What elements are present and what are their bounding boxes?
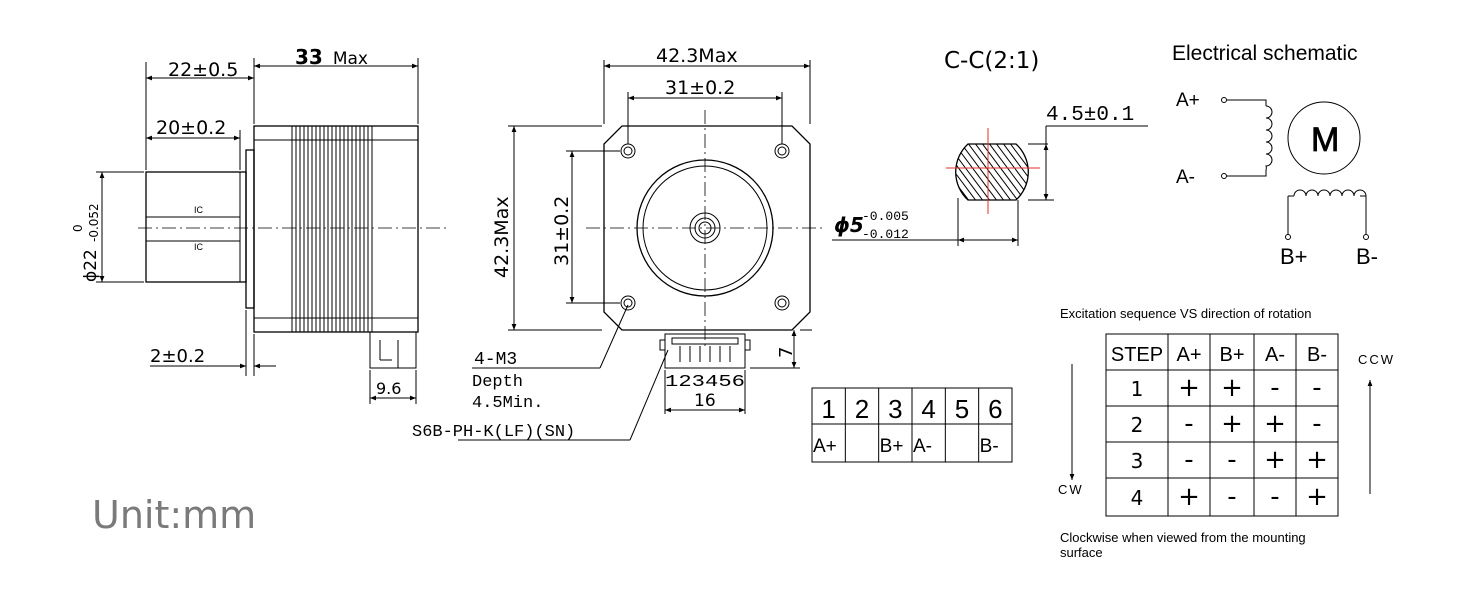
coil-b [1293, 189, 1367, 197]
label-b-minus: B- [1356, 244, 1378, 269]
unit-label: Unit:mm [92, 493, 256, 537]
excitation-step: 1 [1131, 377, 1144, 401]
dim-shaft-diameter: ϕ22 0 -0.052 [71, 203, 101, 282]
pin-number: 5 [955, 394, 969, 424]
excitation-footnote: Clockwise when viewed from the mounting [1060, 530, 1306, 545]
dim-connector-height: 7 [776, 347, 797, 358]
excitation-step: 3 [1131, 449, 1144, 473]
pin-number: 4 [921, 394, 935, 424]
excitation-state: - [1227, 482, 1236, 512]
side-connector [369, 331, 417, 369]
label-b-plus: B+ [1280, 244, 1308, 269]
dim-hole-pitch-horizontal: 31±0.2 [665, 77, 735, 99]
cooling-fins [291, 126, 373, 332]
section-view: C-C(2:1) 4.5±0.1 ϕ5 -0.005 -0.012 [832, 48, 1148, 246]
dim-boss: 2±0.2 [150, 346, 205, 367]
excitation-state: + [1178, 373, 1200, 403]
svg-text:0: 0 [71, 224, 85, 232]
dim-flat-width: 4.5±0.1 [1046, 104, 1134, 127]
pin-number: 2 [855, 394, 869, 424]
excitation-header: B+ [1219, 344, 1244, 366]
svg-text:-0.052: -0.052 [87, 203, 101, 242]
excitation-state: + [1306, 482, 1328, 512]
ccw-label: CCW [1358, 352, 1395, 367]
excitation-state: - [1184, 409, 1193, 439]
excitation-state: - [1227, 445, 1236, 475]
excitation-state: + [1221, 409, 1243, 439]
hole-note-depth-value: 4.5Min. [472, 394, 543, 413]
excitation-state: - [1270, 482, 1279, 512]
excitation-step: 4 [1131, 486, 1144, 510]
dim-dia-tol-upper: -0.005 [862, 209, 909, 224]
dim-hole-pitch-vertical: 31±0.2 [551, 196, 573, 266]
hole-note-thread: 4-M3 [474, 350, 517, 370]
excitation-title: Excitation sequence VS direction of rota… [1060, 306, 1311, 321]
svg-text:ϕ22: ϕ22 [81, 249, 101, 282]
pin-signal: A- [913, 436, 932, 457]
ic-label-top: IC [194, 205, 204, 215]
pin-number: 1 [821, 394, 835, 424]
motor-symbol [1287, 101, 1361, 175]
pin-number: 3 [888, 394, 902, 424]
pilot-outer [636, 159, 774, 297]
excitation-table: Excitation sequence VS direction of rota… [1058, 306, 1395, 560]
dim-dia-tol-lower: -0.012 [862, 227, 909, 242]
excitation-state: + [1178, 482, 1200, 512]
excitation-state: - [1312, 373, 1321, 403]
coil-a [1265, 105, 1273, 171]
pin-signal: A+ [813, 436, 837, 457]
excitation-header: A+ [1176, 344, 1201, 366]
label-a-minus: A- [1176, 167, 1195, 188]
motor-label: M [1311, 121, 1339, 159]
label-a-plus: A+ [1176, 90, 1200, 111]
excitation-state: + [1221, 373, 1243, 403]
dim-connector-depth: 9.6 [376, 379, 401, 398]
excitation-state: + [1264, 409, 1286, 439]
dim-flange-height: 42.3Max [491, 196, 513, 278]
cw-label: CW [1058, 482, 1084, 497]
front-view: 42.3Max 31±0.2 42.3Max 31±0.2 7 4-M3 Dep… [412, 45, 826, 442]
schematic-title: Electrical schematic [1172, 42, 1358, 65]
section-d-profile [955, 143, 1029, 201]
dim-flat-length: 20±0.2 [156, 117, 226, 139]
pin-signal: B- [980, 436, 999, 457]
dim-connector-width: 16 [694, 391, 716, 411]
connector-part-number: S6B-PH-K(LF)(SN) [412, 423, 575, 442]
excitation-state: - [1270, 373, 1279, 403]
dim-flange-width: 42.3Max [656, 45, 738, 67]
pin-number: 6 [988, 394, 1002, 424]
excitation-state: + [1264, 445, 1286, 475]
excitation-header: B- [1307, 344, 1327, 366]
boss [245, 149, 255, 309]
excitation-state: - [1312, 409, 1321, 439]
excitation-footnote-2: surface [1060, 545, 1103, 560]
excitation-header: STEP [1111, 344, 1163, 366]
pin-signal: B+ [880, 436, 904, 457]
dim-shaft-length: 22±0.5 [168, 59, 238, 81]
shaft [145, 171, 247, 283]
hole-note-depth: Depth [472, 373, 523, 392]
section-title: C-C(2:1) [944, 48, 1039, 74]
front-connector [659, 333, 751, 369]
excitation-state: - [1184, 445, 1193, 475]
excitation-header: A- [1265, 344, 1285, 366]
electrical-schematic: Electrical schematic A+ A- M B+ B- [1172, 42, 1378, 269]
excitation-step: 2 [1131, 413, 1144, 437]
excitation-state: + [1306, 445, 1328, 475]
ic-label-bottom: IC [194, 242, 204, 252]
connector-pin-numbers: 123456 [665, 373, 745, 392]
dim-shaft-diameter-section: ϕ5 [834, 213, 864, 237]
